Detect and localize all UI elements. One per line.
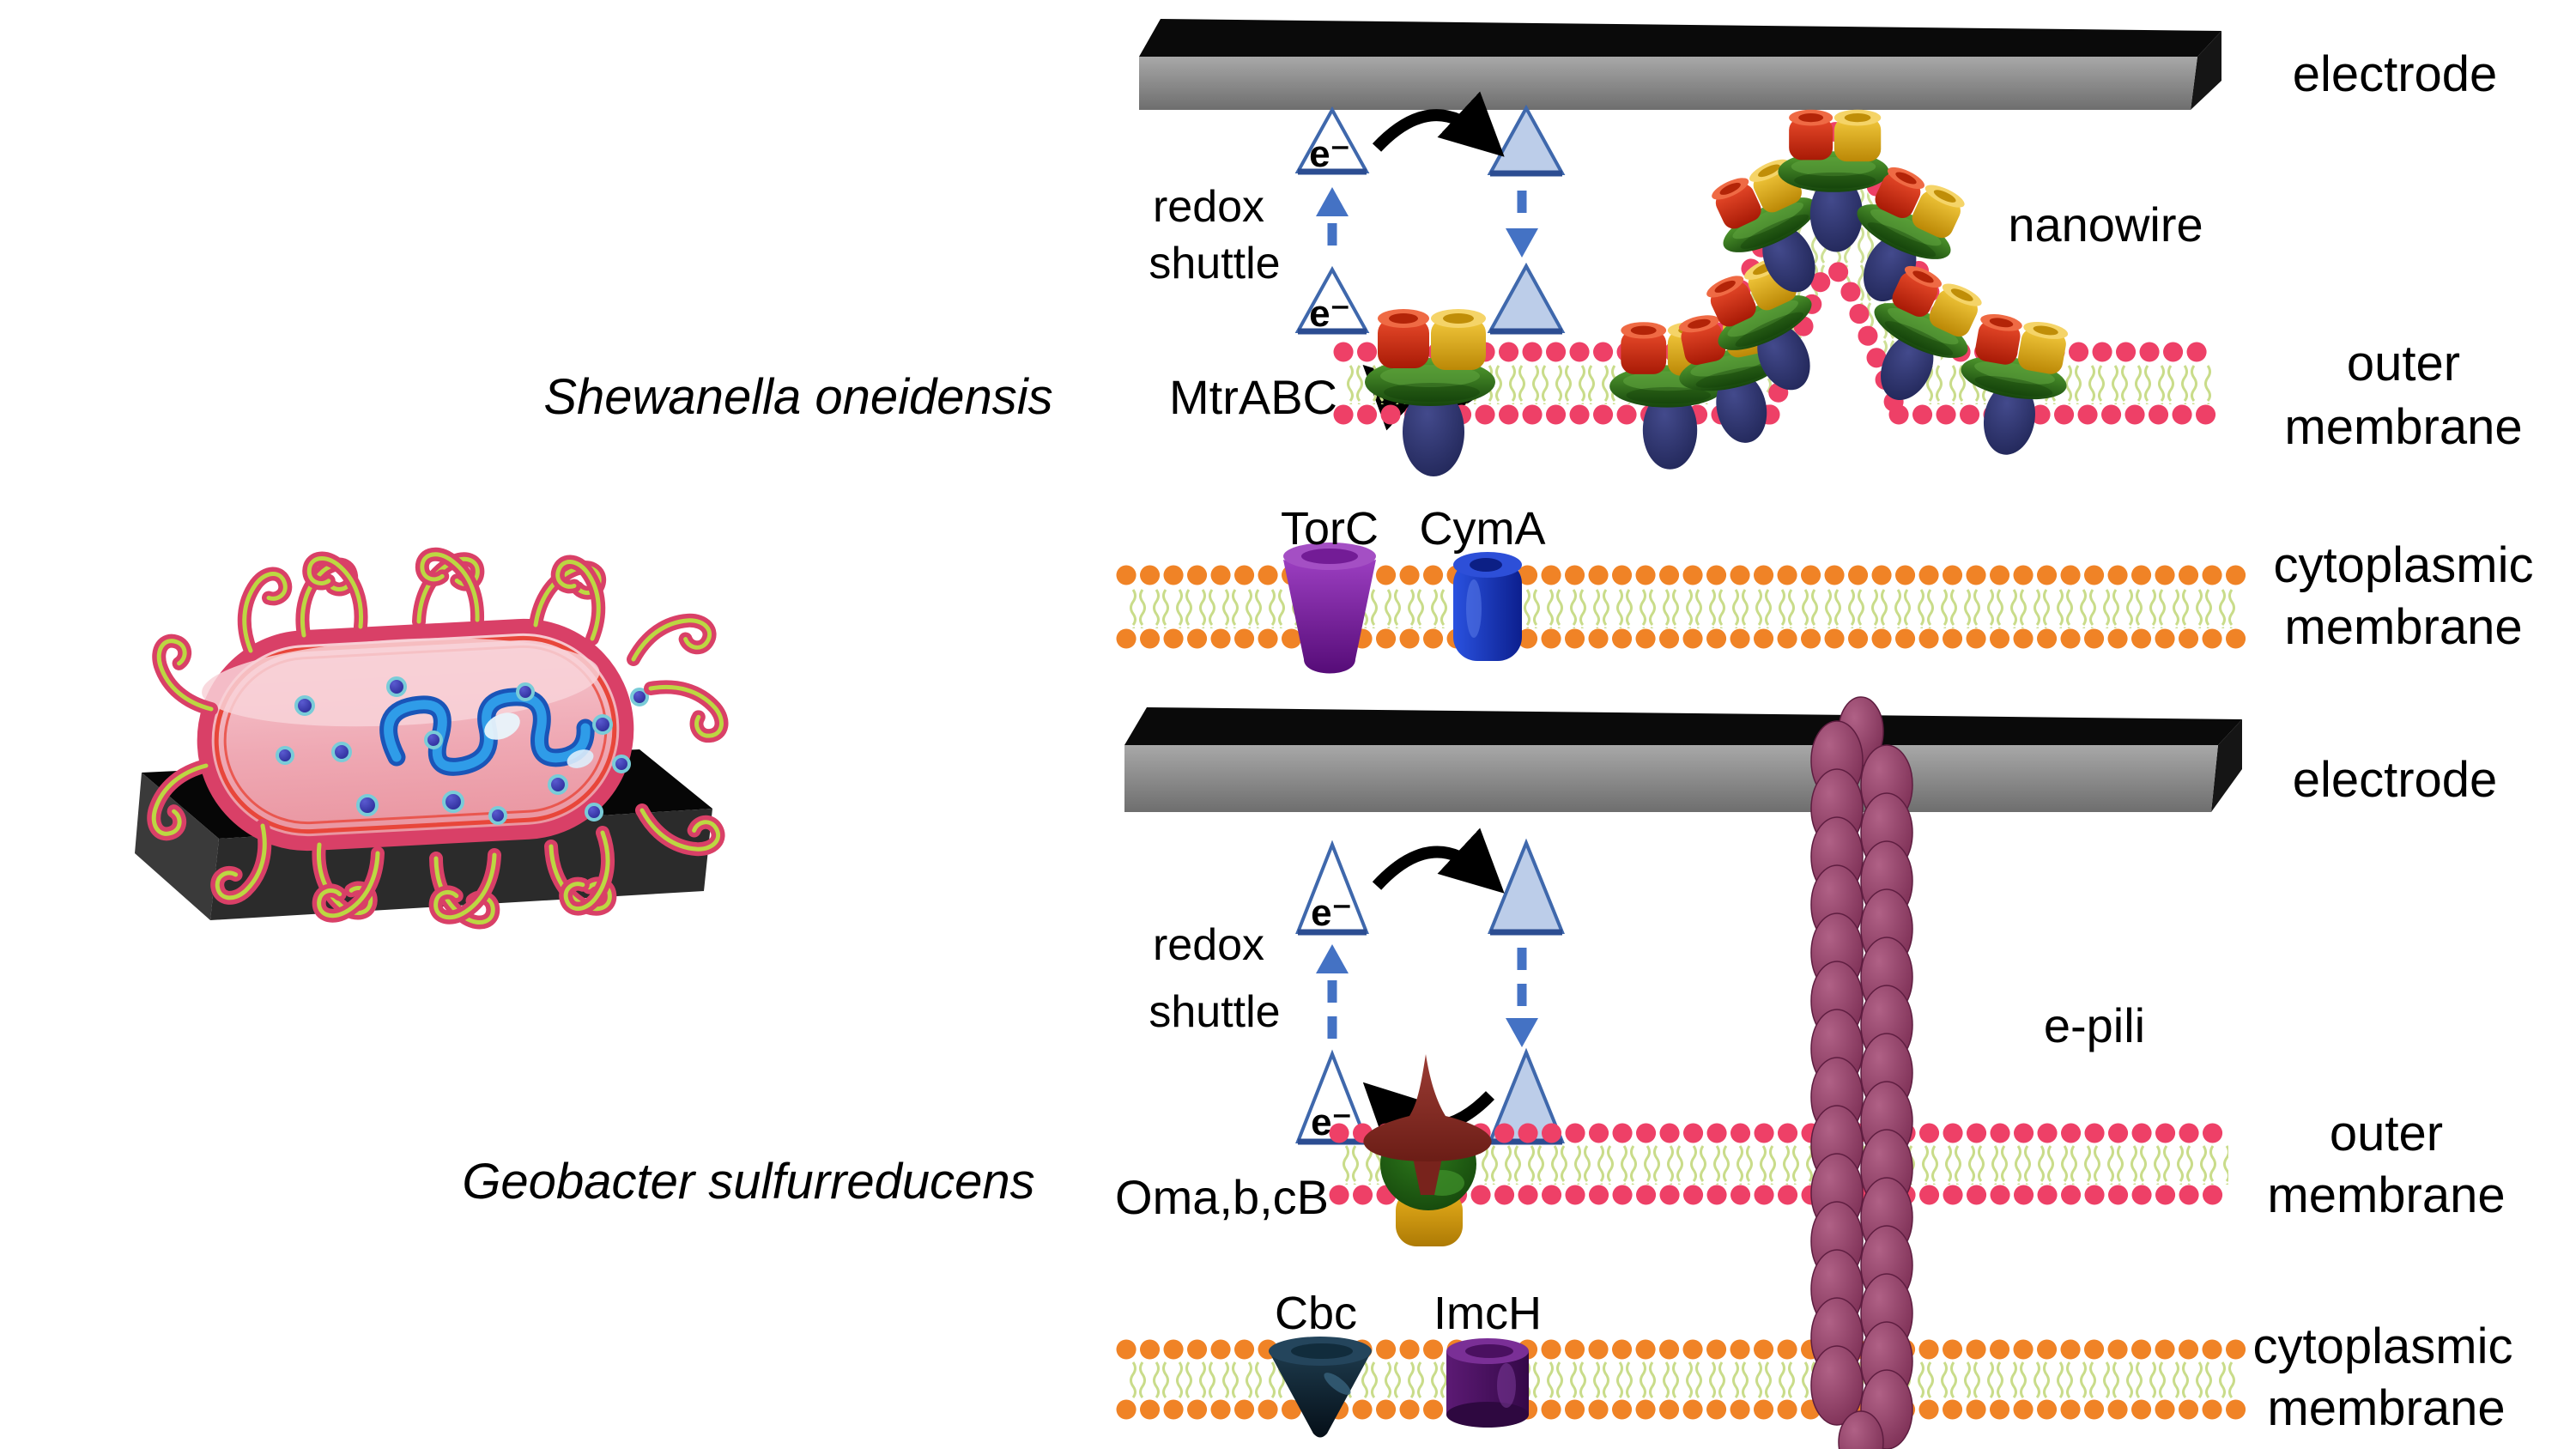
ribosome-dots [276,676,649,825]
reduced-shuttle-icon [1490,843,1562,932]
cytoplasmic-membrane-label-line2: membrane [2284,599,2522,655]
redox-shuttle-label-line2: shuttle [1149,987,1280,1037]
cbc-label: Cbc [1275,1288,1357,1339]
redox-shuttle-label-line1: redox [1153,920,1264,970]
e-pili-label: e-pili [2044,998,2145,1052]
electrode-label: electrode [2293,46,2498,102]
mtrabc-label: MtrABC [1169,370,1337,424]
cytoplasmic-membrane-label-line1: cytoplasmic [2253,1319,2513,1374]
outer-membrane-label-line2: membrane [2284,399,2522,455]
redox-shuttle-label-line1: redox [1153,182,1264,232]
electron-label: e⁻ [1309,293,1350,335]
cytoplasmic-membrane-label-line2: membrane [2267,1380,2505,1436]
oma-spike-subunit [1363,1054,1492,1161]
shewanella-panel: electrode e⁻ e⁻ redox shuttle [543,19,2533,674]
geobacter-electrode [1124,707,2242,812]
nucleoid [379,688,595,776]
electron-transfer-arrow [1372,91,1505,157]
shuttle-down-arrowhead [1506,1018,1538,1047]
oma-label: Oma,b,cB [1115,1170,1329,1224]
shewanella-electrode [1139,19,2221,110]
outer-membrane-bottom [1329,1123,2239,1205]
electron-transfer-arrow [1372,828,1505,894]
shewanella-species-label: Shewanella oneidensis [543,369,1052,425]
electron-label: e⁻ [1311,892,1352,934]
reduced-shuttle-icon [1490,108,1562,173]
geobacter-species-label: Geobacter sulfurreducens [462,1154,1034,1210]
mtrabc-complex [1365,309,1495,476]
geobacter-panel: electrode e⁻ e⁻ redox shuttle outer memb… [462,696,2513,1449]
electron-label: e⁻ [1309,133,1350,175]
electrode-label: electrode [2293,752,2498,808]
outer-membrane-label-line1: outer [2347,336,2460,391]
shuttle-down-arrowhead [1506,228,1538,258]
cyma-protein [1453,552,1522,661]
outer-membrane-label-line2: membrane [2267,1167,2505,1223]
imch-label: ImcH [1433,1288,1542,1339]
outer-membrane-label-line1: outer [2330,1106,2443,1161]
imch-protein [1446,1338,1529,1428]
reduced-shuttle-icon [1490,266,1562,331]
cbc-protein [1269,1337,1372,1438]
bacterium-cell [197,618,634,852]
cyma-label: CymA [1420,503,1546,555]
e-pili [1810,696,1913,1449]
nanowire-label: nanowire [2008,197,2203,252]
cytoplasmic-membrane-label-line1: cytoplasmic [2274,537,2534,593]
redox-shuttle-label-line2: shuttle [1149,239,1280,288]
oma-complex [1363,1054,1492,1246]
shuttle-up-arrowhead [1316,187,1349,216]
torc-protein [1283,543,1376,674]
shuttle-up-arrowhead [1316,944,1349,973]
torc-label: TorC [1281,503,1379,555]
bacterium-illustration [135,553,723,925]
